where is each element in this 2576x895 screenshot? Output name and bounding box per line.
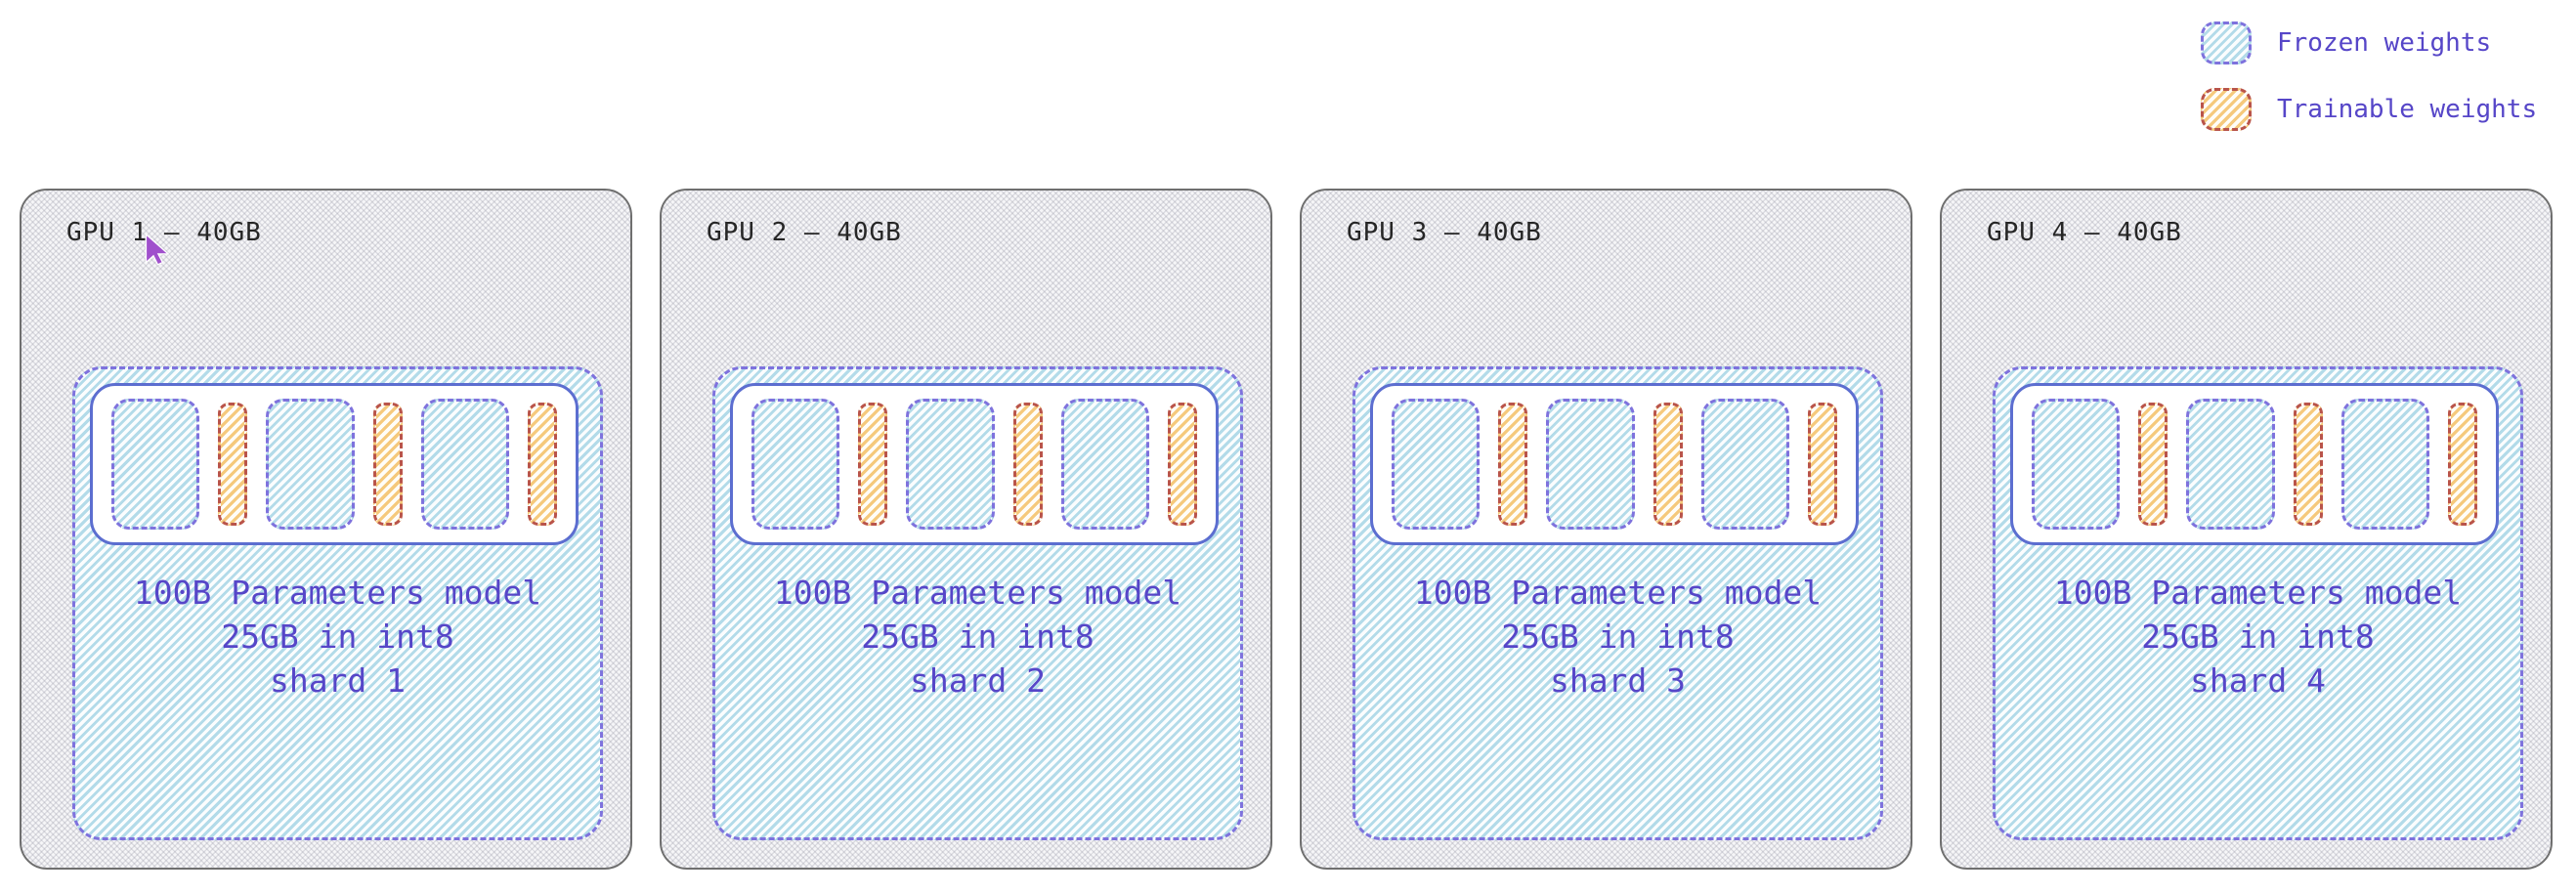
shard-description: 100B Parameters model 25GB in int8 shard… xyxy=(715,571,1240,703)
frozen-weights-block xyxy=(111,399,200,530)
gpu-title: GPU 3 – 40GB xyxy=(1347,218,1542,247)
trainable-weights-block xyxy=(1167,403,1197,526)
gpu-card-1: GPU 1 – 40GB 100B Parameters model 25GB … xyxy=(20,189,632,870)
trainable-weights-block xyxy=(2447,403,2477,526)
gpu-title: GPU 4 – 40GB xyxy=(1987,218,2182,247)
shard-text-line: 25GB in int8 xyxy=(1501,618,1735,656)
gpu-row: GPU 1 – 40GB 100B Parameters model 25GB … xyxy=(20,189,2553,870)
frozen-weights-block xyxy=(906,399,995,530)
weights-row xyxy=(1370,383,1859,545)
trainable-weights-block xyxy=(1807,403,1837,526)
weights-row xyxy=(730,383,1219,545)
trainable-weights-block xyxy=(858,403,888,526)
shard-text-line: shard 3 xyxy=(1549,661,1687,700)
shard-description: 100B Parameters model 25GB in int8 shard… xyxy=(1996,571,2520,703)
frozen-weights-block xyxy=(2032,399,2121,530)
frozen-weights-block xyxy=(1060,399,1149,530)
frozen-weights-block xyxy=(2186,399,2275,530)
trainable-weights-block xyxy=(2293,403,2323,526)
frozen-weights-block xyxy=(1392,399,1481,530)
shard-text-line: 25GB in int8 xyxy=(861,618,1095,656)
weights-row xyxy=(90,383,579,545)
frozen-weights-block xyxy=(1700,399,1789,530)
legend-item: Trainable weights xyxy=(2201,88,2537,131)
gpu-card-3: GPU 3 – 40GB 100B Parameters model 25GB … xyxy=(1300,189,1912,870)
shard-text-line: shard 1 xyxy=(269,661,407,700)
trainable-weights-block xyxy=(1653,403,1683,526)
gpu-title: GPU 1 – 40GB xyxy=(66,218,262,247)
trainable-weights-block xyxy=(527,403,557,526)
shard-text-line: shard 4 xyxy=(2189,661,2327,700)
trainable-weights-swatch-icon xyxy=(2201,88,2252,131)
trainable-weights-block xyxy=(1012,403,1043,526)
shard-text-line: 25GB in int8 xyxy=(221,618,454,656)
model-shard-container: 100B Parameters model 25GB in int8 shard… xyxy=(712,366,1243,840)
frozen-weights-block xyxy=(751,399,840,530)
trainable-weights-block xyxy=(372,403,403,526)
shard-description: 100B Parameters model 25GB in int8 shard… xyxy=(1355,571,1880,703)
model-shard-container: 100B Parameters model 25GB in int8 shard… xyxy=(72,366,603,840)
frozen-weights-swatch-icon xyxy=(2201,21,2252,64)
trainable-weights-block xyxy=(1498,403,1528,526)
gpu-card-4: GPU 4 – 40GB 100B Parameters model 25GB … xyxy=(1940,189,2553,870)
frozen-weights-block xyxy=(266,399,355,530)
gpu-title: GPU 2 – 40GB xyxy=(707,218,902,247)
legend: Frozen weights Trainable weights xyxy=(2201,21,2537,131)
shard-description: 100B Parameters model 25GB in int8 shard… xyxy=(75,571,600,703)
model-shard-container: 100B Parameters model 25GB in int8 shard… xyxy=(1352,366,1883,840)
shard-text-line: 25GB in int8 xyxy=(2141,618,2375,656)
shard-text-line: 100B Parameters model xyxy=(1413,574,1823,612)
legend-label: Trainable weights xyxy=(2277,95,2538,124)
shard-text-line: 100B Parameters model xyxy=(2053,574,2463,612)
trainable-weights-block xyxy=(218,403,248,526)
gpu-card-2: GPU 2 – 40GB 100B Parameters model 25GB … xyxy=(660,189,1272,870)
model-shard-container: 100B Parameters model 25GB in int8 shard… xyxy=(1993,366,2523,840)
frozen-weights-block xyxy=(420,399,509,530)
legend-label: Frozen weights xyxy=(2277,28,2492,58)
legend-item: Frozen weights xyxy=(2201,21,2537,64)
frozen-weights-block xyxy=(2340,399,2429,530)
shard-text-line: 100B Parameters model xyxy=(133,574,542,612)
weights-row xyxy=(2010,383,2499,545)
shard-text-line: shard 2 xyxy=(909,661,1047,700)
shard-text-line: 100B Parameters model xyxy=(773,574,1182,612)
frozen-weights-block xyxy=(1546,399,1635,530)
trainable-weights-block xyxy=(2138,403,2168,526)
